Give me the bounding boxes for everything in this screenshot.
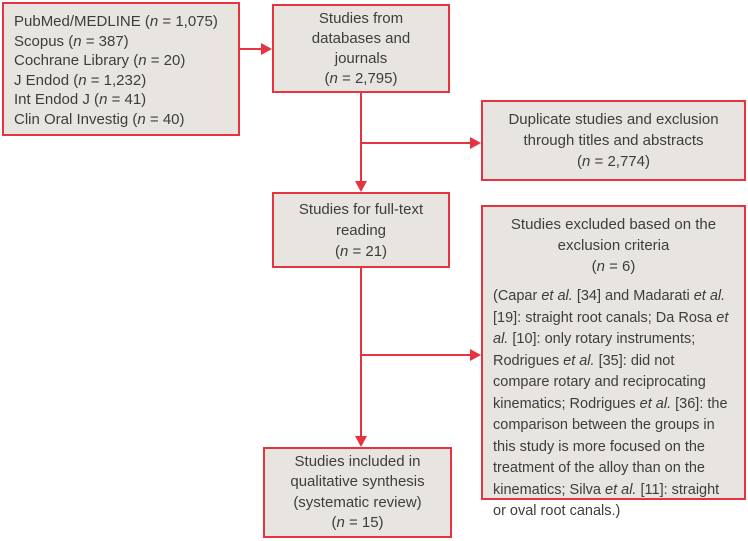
count-post: = 6): [604, 258, 636, 275]
source-item-jendod: J Endod (n = 1,232): [14, 71, 228, 91]
count-post: = 21): [348, 242, 388, 260]
box-qualitative-synthesis: Studies included in qualitative synthesi…: [263, 447, 452, 538]
n-symbol: n: [137, 110, 146, 128]
detail-segment: [34] and Madarati: [572, 288, 694, 304]
detail-segment: [35]: did not compare rotary and recipro…: [493, 352, 706, 412]
arrowhead-down: [355, 181, 367, 192]
n-symbol: n: [336, 514, 345, 531]
n-symbol: n: [596, 258, 605, 275]
arrow-line: [240, 48, 263, 50]
detail-segment-etal: et al.: [563, 352, 595, 369]
box-text-line: Studies included in: [294, 452, 421, 470]
box-text-line: Studies from: [318, 9, 404, 27]
n-symbol: n: [329, 69, 338, 87]
source-count: = 1,075): [158, 13, 218, 30]
n-symbol: n: [339, 242, 349, 260]
count-line: (n = 2,795): [274, 69, 448, 89]
detail-segment-etal: et al.: [639, 395, 672, 412]
box-exclusion-criteria: Studies excluded based on the exclusion …: [481, 205, 746, 519]
arrow-line: [360, 354, 471, 356]
box-text-line: Studies for full-text: [298, 200, 424, 218]
box-text-line: Studies excluded based on the: [510, 216, 717, 233]
source-item-intendodj: Int Endod J (n = 41): [14, 90, 228, 110]
box-text-line: Duplicate studies and exclusion: [508, 111, 719, 128]
source-label: Int Endod J (: [14, 91, 100, 108]
source-item-cochrane: Cochrane Library (n = 20): [14, 51, 228, 71]
n-symbol: n: [149, 13, 159, 30]
n-symbol: n: [582, 153, 591, 170]
count-pre: (: [591, 258, 597, 275]
n-symbol: n: [78, 71, 87, 89]
detail-segment-etal: et al.: [493, 309, 729, 348]
box-duplicates-excluded: Duplicate studies and exclusion through …: [481, 100, 746, 181]
n-symbol: n: [73, 32, 82, 50]
arrow-line: [360, 142, 471, 144]
source-label: Clin Oral Investig (: [14, 110, 138, 128]
source-count: = 1,232): [86, 71, 147, 89]
box-text-line: qualitative synthesis: [290, 473, 425, 490]
arrowhead-right: [261, 43, 272, 55]
source-label: J Endod (: [14, 71, 79, 89]
source-item-scopus: Scopus (n = 387): [14, 32, 228, 52]
count-post: = 2,795): [337, 69, 398, 87]
count-pre: (: [334, 242, 340, 260]
count-post: = 15): [344, 514, 384, 531]
source-count: = 40): [145, 110, 185, 128]
source-label: Scopus (: [14, 32, 74, 50]
box-text-line: reading: [335, 221, 387, 239]
n-symbol: n: [138, 52, 147, 69]
source-count: = 41): [107, 91, 147, 108]
arrow-line: [360, 93, 362, 182]
box-text-line: through titles and abstracts: [523, 132, 704, 149]
source-count: = 20): [146, 52, 186, 69]
count-line: (n = 2,774): [483, 151, 744, 172]
arrow-line: [360, 268, 362, 437]
arrowhead-right: [470, 137, 481, 149]
arrowhead-down: [355, 436, 367, 447]
box-text-line: exclusion criteria: [557, 237, 670, 254]
count-pre: (: [324, 69, 330, 87]
detail-segment: [10]: only rotary instruments; Rodrigues: [493, 331, 696, 369]
detail-segment-etal: et al.: [605, 481, 637, 498]
count-line: (n = 21): [274, 241, 448, 262]
exclusion-header: Studies excluded based on the exclusion …: [493, 214, 734, 277]
count-pre: (: [331, 514, 337, 531]
box-text-line: databases and: [311, 29, 411, 47]
box-fulltext-reading: Studies for full-text reading (n = 21): [272, 192, 450, 268]
arrowhead-right: [470, 349, 481, 361]
source-count: = 387): [81, 32, 129, 50]
count-line: (n = 15): [265, 513, 450, 534]
count-line: (n = 6): [493, 256, 734, 277]
detail-segment: [11]: straight or oval root canals.): [493, 481, 720, 520]
source-item-pubmed: PubMed/MEDLINE (n = 1,075): [14, 12, 228, 32]
source-label: Cochrane Library (: [14, 52, 139, 69]
detail-segment-etal: et al.: [693, 288, 726, 304]
detail-segment: [19]: straight root canals; Da Rosa: [493, 309, 717, 326]
n-symbol: n: [99, 91, 108, 108]
source-label: PubMed/MEDLINE (: [14, 13, 150, 30]
count-post: = 2,774): [590, 153, 650, 170]
count-pre: (: [577, 153, 582, 170]
detail-segment: [36]: the comparison between the groups …: [493, 395, 728, 498]
box-text-line: journals: [334, 49, 388, 67]
detail-segment: (Capar: [493, 288, 542, 304]
box-studies-identified: Studies from databases and journals (n =…: [272, 4, 450, 93]
box-text-line: (systematic review): [293, 493, 422, 511]
source-item-clinoralinvestig: Clin Oral Investig (n = 40): [14, 110, 228, 130]
exclusion-detail-paragraph: (Capar et al. [34] and Madarati et al. […: [493, 286, 734, 523]
box-database-sources: PubMed/MEDLINE (n = 1,075) Scopus (n = 3…: [2, 2, 240, 136]
detail-segment-etal: et al.: [541, 288, 573, 304]
